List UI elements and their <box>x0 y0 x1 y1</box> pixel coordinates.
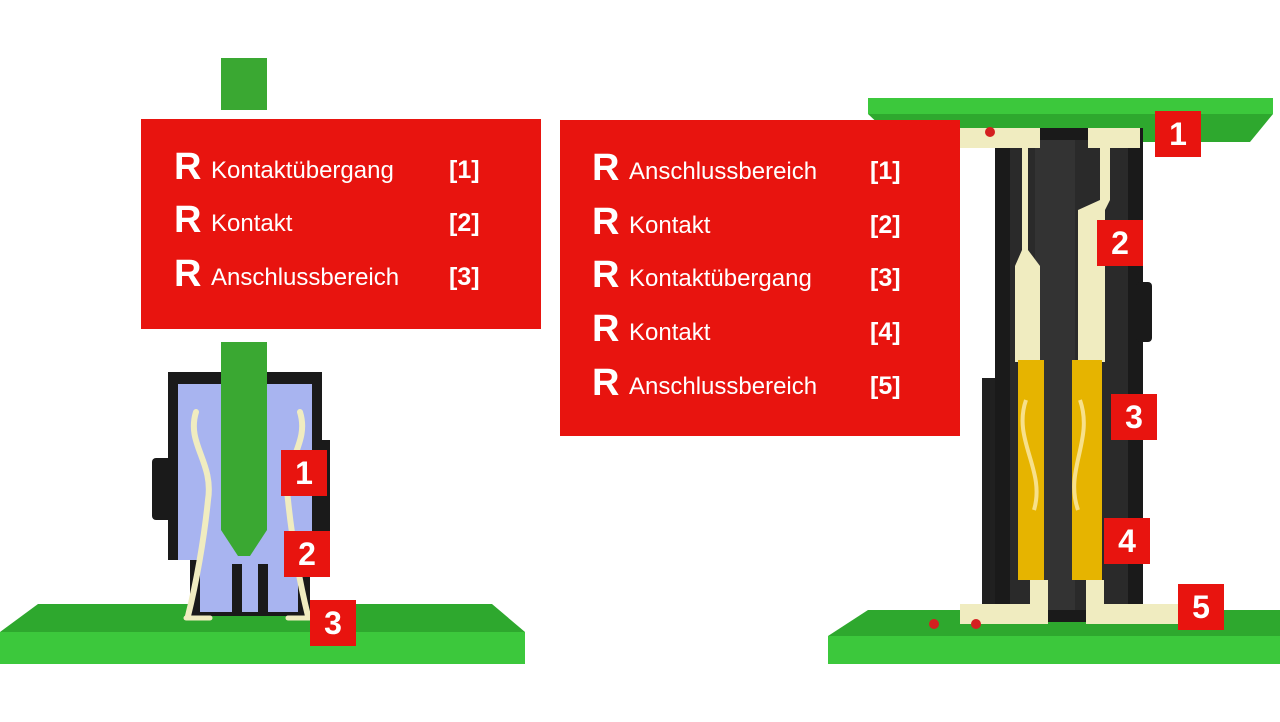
left-legend-row-2: R Kontakt [2] <box>141 200 541 240</box>
legend-index: [3] <box>870 264 901 292</box>
resistance-symbol: R <box>174 253 202 295</box>
left-legend-row-1: R Kontaktübergang [1] <box>141 147 541 187</box>
legend-label: Kontakt <box>211 210 293 237</box>
right-marker-4: 4 <box>1104 518 1150 564</box>
right-marker-5: 5 <box>1178 584 1224 630</box>
legend-label: Kontaktübergang <box>211 157 394 184</box>
right-legend-row-3: R Kontaktübergang [3] <box>560 255 960 295</box>
right-marker-3: 3 <box>1111 394 1157 440</box>
left-marker-2: 2 <box>284 531 330 577</box>
legend-index: [4] <box>870 318 901 346</box>
right-legend-row-5: R Anschlussbereich [5] <box>560 363 960 403</box>
right-legend-box: R Anschlussbereich [1] R Kontakt [2] R K… <box>560 120 960 436</box>
right-legend-row-1: R Anschlussbereich [1] <box>560 148 960 188</box>
right-legend-row-2: R Kontakt [2] <box>560 202 960 242</box>
legend-label: Anschlussbereich <box>211 264 400 291</box>
legend-index: [2] <box>870 211 901 239</box>
legend-label: Anschlussbereich <box>629 373 818 400</box>
legend-index: [1] <box>870 157 901 185</box>
right-legend-row-4: R Kontakt [4] <box>560 309 960 349</box>
legend-label: Kontakt <box>629 212 711 239</box>
legend-index: [5] <box>870 372 901 400</box>
legend-index: [1] <box>449 156 480 184</box>
left-contact-springs <box>183 409 315 621</box>
right-yellow-springs <box>1018 360 1102 580</box>
resistance-symbol: R <box>174 199 202 241</box>
resistance-symbol: R <box>592 147 620 189</box>
left-pcb <box>0 604 525 664</box>
legend-index: [3] <box>449 263 480 291</box>
right-bottom-pcb <box>828 610 1280 664</box>
resistance-symbol: R <box>592 201 620 243</box>
left-legend-box: R Kontaktübergang [1] R Kontakt [2] R An… <box>141 119 541 329</box>
right-contact-dots <box>929 127 995 629</box>
legend-label: Kontaktübergang <box>629 265 812 292</box>
legend-label: Anschlussbereich <box>629 158 818 185</box>
left-marker-1: 1 <box>281 450 327 496</box>
resistance-symbol: R <box>592 254 620 296</box>
right-marker-2: 2 <box>1097 220 1143 266</box>
right-terminals <box>960 128 1180 624</box>
legend-index: [2] <box>449 209 480 237</box>
left-marker-3: 3 <box>310 600 356 646</box>
left-pin <box>221 58 267 556</box>
resistance-symbol: R <box>592 308 620 350</box>
left-legend-row-3: R Anschlussbereich [3] <box>141 254 541 294</box>
right-marker-1: 1 <box>1155 111 1201 157</box>
resistance-symbol: R <box>174 146 202 188</box>
legend-label: Kontakt <box>629 319 711 346</box>
resistance-symbol: R <box>592 362 620 404</box>
